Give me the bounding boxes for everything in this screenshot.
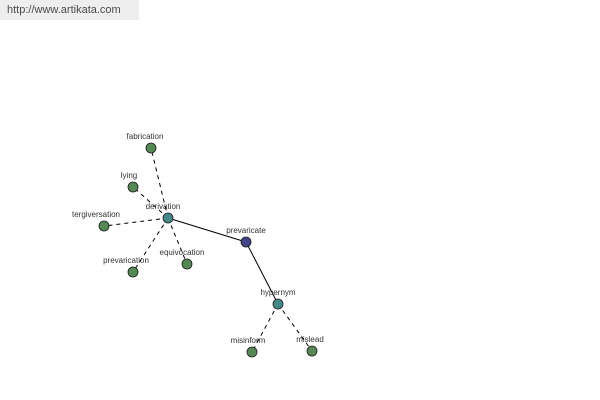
word-prevarication-label[interactable]: prevarication (103, 256, 149, 265)
word-equivocation-label[interactable]: equivocation (160, 248, 205, 257)
edge-hypernym-mislead (277, 303, 313, 352)
edge-hypernym-misinform (251, 303, 279, 353)
word-mislead-label[interactable]: mislead (296, 335, 324, 344)
word-misinform-node[interactable] (246, 346, 258, 358)
word-prevarication-node[interactable] (127, 266, 139, 278)
url-banner: http://www.artikata.com (0, 0, 139, 20)
relation-hypernym-label[interactable]: hypernym (260, 288, 295, 297)
graph-nodes: prevaricate derivation fabrication lying ter… (72, 132, 324, 358)
word-lying-label[interactable]: lying (121, 171, 137, 180)
word-tergiversation-node[interactable] (98, 220, 110, 232)
word-mislead-node[interactable] (306, 345, 318, 357)
center-prevaricate-label[interactable]: prevaricate (226, 226, 266, 235)
graph-edges (103, 147, 313, 353)
relation-derivation-label[interactable]: derivation (146, 202, 181, 211)
relation-hypernym-node[interactable] (272, 298, 284, 310)
word-misinform-label[interactable]: misinform (231, 336, 266, 345)
word-fabrication-node[interactable] (145, 142, 157, 154)
edge-hypernym (245, 241, 279, 305)
word-lying-node[interactable] (127, 181, 139, 193)
relation-derivation-node[interactable] (162, 212, 174, 224)
word-equivocation-node[interactable] (181, 258, 193, 270)
edge-derivation-prevarication (132, 217, 169, 273)
word-tergiversation-label[interactable]: tergiversation (72, 210, 120, 219)
edge-derivation-equivocation (167, 217, 188, 265)
edge-derivation (167, 217, 247, 243)
center-prevaricate-node[interactable] (240, 236, 252, 248)
word-fabrication-label[interactable]: fabrication (127, 132, 164, 141)
edge-derivation-tergiversation (103, 217, 169, 227)
url-text[interactable]: http://www.artikata.com (7, 4, 121, 16)
